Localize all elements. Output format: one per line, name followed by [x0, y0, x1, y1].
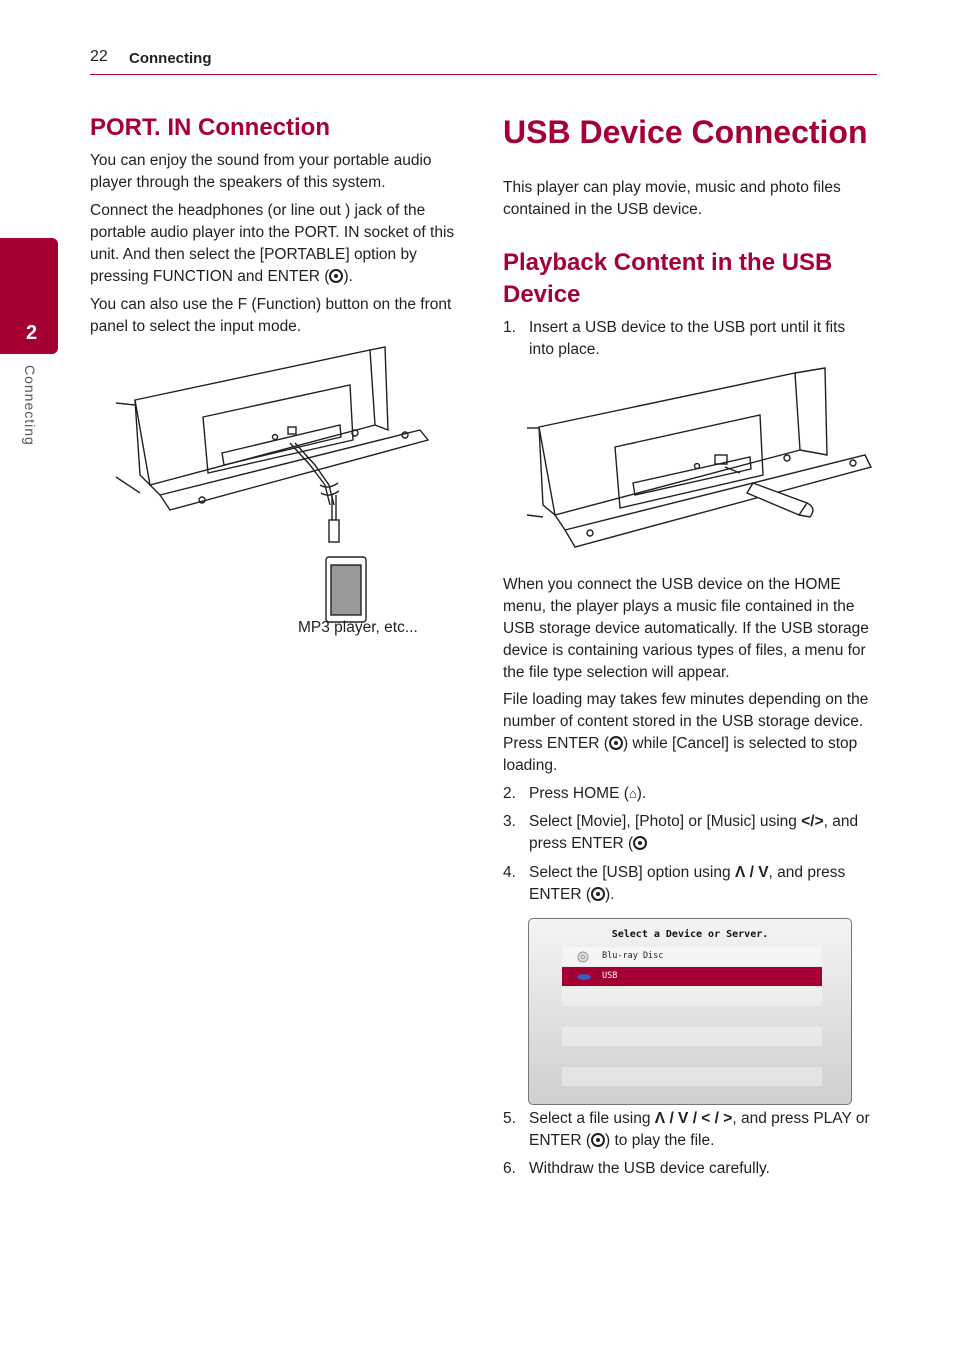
enter-icon [329, 269, 344, 283]
usb-icon [576, 971, 592, 990]
menu-item-usb: USB [562, 967, 822, 986]
loading-para: File loading may takes few minutes depen… [503, 691, 869, 774]
direction-arrows-icon: Λ / V / < / > [654, 1110, 733, 1127]
chapter-tab [0, 238, 58, 354]
port-in-para-3: You can also use the F (Function) button… [90, 296, 452, 335]
usb-title: USB Device Connection [503, 114, 868, 150]
menu-empty-row [562, 1027, 822, 1046]
port-in-illustration [115, 346, 430, 623]
menu-empty-row [562, 1067, 822, 1086]
step-5-text: Select a file using Λ / V / < / >, and p… [529, 1110, 870, 1149]
left-right-arrows-icon: </> [801, 813, 824, 830]
up-down-arrows-icon: Λ / V [734, 864, 769, 881]
disc-icon [576, 951, 590, 971]
usb-intro: This player can play movie, music and ph… [503, 179, 841, 218]
usb-illustration [526, 367, 873, 548]
step-5-number: 5. [503, 1110, 516, 1127]
step-4-text: Select the [USB] option using Λ / V, and… [529, 864, 846, 903]
chapter-label: Connecting [22, 365, 38, 446]
step-6-number: 6. [503, 1160, 516, 1177]
enter-icon [633, 836, 648, 850]
section-title: Connecting [129, 50, 212, 67]
home-icon: ⌂ [628, 786, 637, 801]
port-in-para-1: You can enjoy the sound from your portab… [90, 152, 432, 191]
enter-icon [591, 1133, 605, 1147]
enter-icon [608, 736, 623, 750]
home-menu-para: When you connect the USB device on the H… [503, 576, 869, 681]
menu-item-bluray: Blu-ray Disc [562, 947, 822, 966]
enter-icon [591, 887, 605, 901]
menu-title: Select a Device or Server. [611, 929, 769, 940]
step-6-text: Withdraw the USB device carefully. [529, 1160, 770, 1177]
port-in-heading: PORT. IN Connection [90, 114, 330, 141]
port-in-para-2: Connect the headphones (or line out ) ja… [90, 202, 455, 285]
step-3-number: 3. [503, 813, 516, 830]
menu-empty-row [562, 987, 822, 1006]
step-1-number: 1. [503, 319, 516, 336]
step-2-text: Press HOME (⌂). [529, 785, 647, 802]
page-number: 22 [90, 48, 108, 65]
playback-heading: Playback Content in the USB Device [503, 249, 833, 308]
step-1-text: Insert a USB device to the USB port unti… [529, 319, 846, 358]
step-2-number: 2. [503, 785, 516, 802]
device-select-screenshot: Select a Device or Server. Blu-ray Disc … [528, 918, 852, 1105]
header-divider [90, 74, 877, 75]
chapter-number: 2 [26, 322, 38, 344]
mp3-caption: MP3 player, etc... [298, 619, 418, 636]
step-3-text: Select [Movie], [Photo] or [Music] using… [529, 813, 859, 852]
step-4-number: 4. [503, 864, 516, 881]
